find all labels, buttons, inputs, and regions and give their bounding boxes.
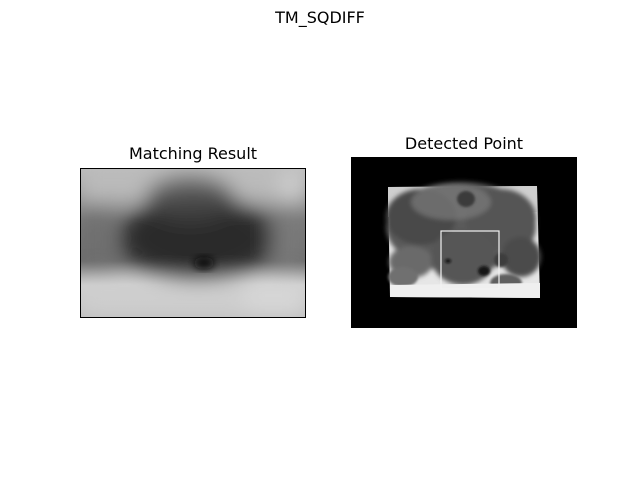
matching-result-image bbox=[80, 168, 306, 318]
matching-result-title: Matching Result bbox=[128, 144, 258, 163]
figure-suptitle: TM_SQDIFF bbox=[275, 8, 365, 27]
detected-point-title: Detected Point bbox=[404, 134, 524, 153]
detected-point-image bbox=[351, 157, 577, 328]
